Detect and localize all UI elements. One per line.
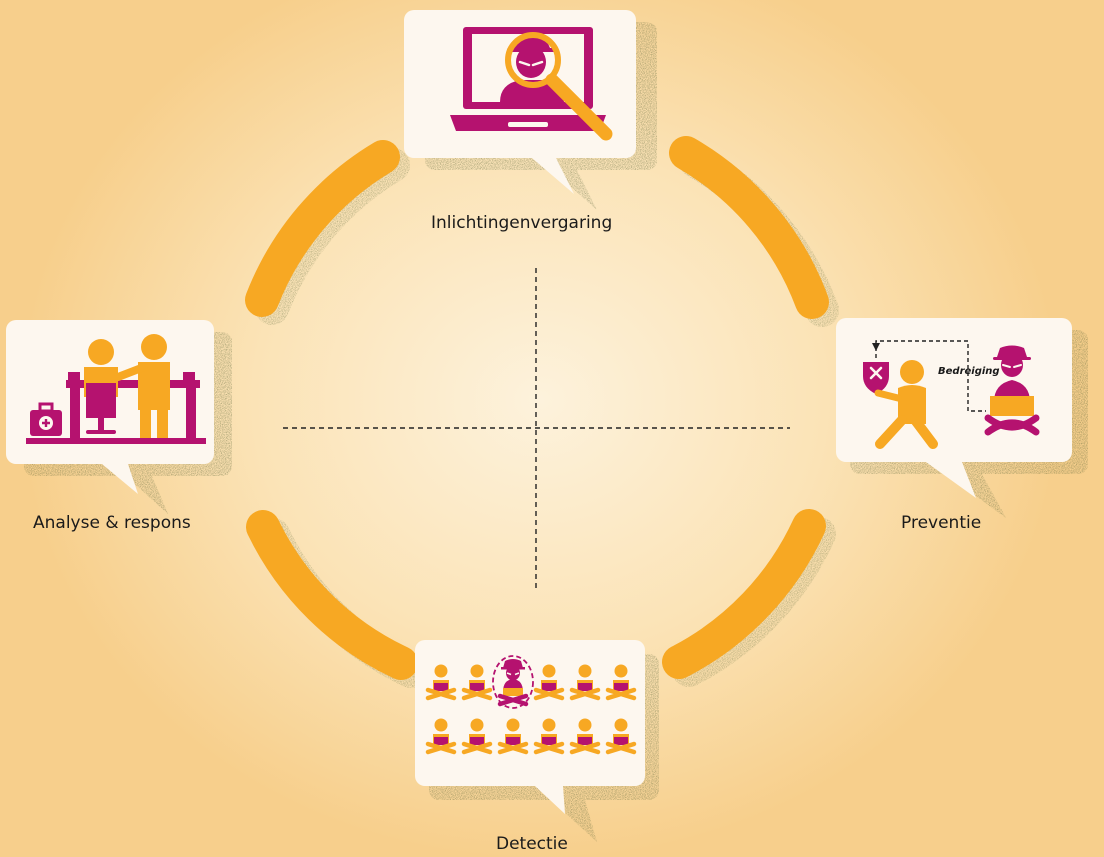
arc-top-left [245,140,400,317]
stage-left-bubble [6,320,232,514]
crowd-spy-icon [428,655,634,752]
hidden-spy [492,655,534,709]
spy-laptop-magnifier-icon [450,27,613,141]
stage-label-top: Inlichtingenvergaring [431,213,613,233]
stage-top-bubble [404,10,657,210]
arc-top-right [669,136,829,319]
threat-label: Bedreiging [938,366,1000,377]
dashed-crosshair [283,268,790,592]
stage-label-left: Analyse & respons [33,513,191,533]
stage-bottom-bubble [415,640,659,842]
stage-label-bottom: Detectie [496,834,568,854]
team-desk-icon [26,334,206,444]
cycle-arcs [245,136,829,680]
stage-label-right: Preventie [901,513,982,533]
arc-bottom-left [246,510,418,680]
arc-shadows [255,144,839,688]
arc-bottom-right [662,509,826,679]
shield-threat-icon [863,340,1040,449]
stage-right-bubble [836,318,1088,518]
